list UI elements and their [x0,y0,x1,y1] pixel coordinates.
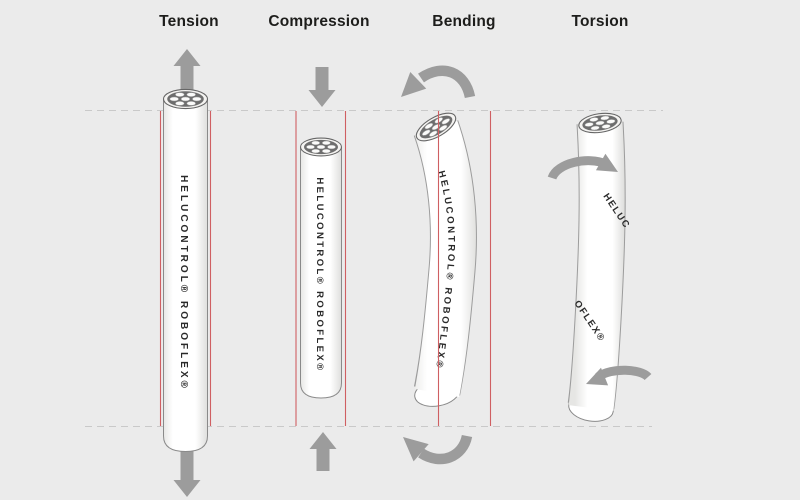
compression-up-arrow-icon [309,432,337,471]
cable-body [414,120,476,398]
bending-curved-arrow-bottom-icon [403,434,473,465]
cable-brand-label: HELUCONTROL® ROBOFLEX® [314,177,325,372]
panel-title-tension: Tension [159,13,219,30]
cable-brand-label: HELUCONTROL® ROBOFLEX® [178,175,189,391]
tension-cable: HELUCONTROL® ROBOFLEX® [162,88,209,453]
tension-up-arrow-icon [173,49,201,97]
cable-body [163,98,208,453]
bending-cable: HELUCONTROL® ROBOFLEX® [411,107,477,407]
cable-cross-section [162,88,209,110]
reference-lines [159,111,492,426]
torsion-rotation-arrow-top-icon [547,153,618,181]
cable-body [300,146,342,399]
panel-title-bending: Bending [432,13,496,30]
torsion-rotation-arrow-bottom-icon [586,365,652,386]
tension-down-arrow-icon [173,451,201,497]
panel-title-compression: Compression [268,13,370,30]
bending-curved-arrow-top-icon [401,65,476,99]
compression-cable: HELUCONTROL® ROBOFLEX® [300,137,342,399]
compression-down-arrow-icon [308,67,336,107]
panel-title-torsion: Torsion [571,13,629,30]
cable-cross-section [300,137,342,157]
